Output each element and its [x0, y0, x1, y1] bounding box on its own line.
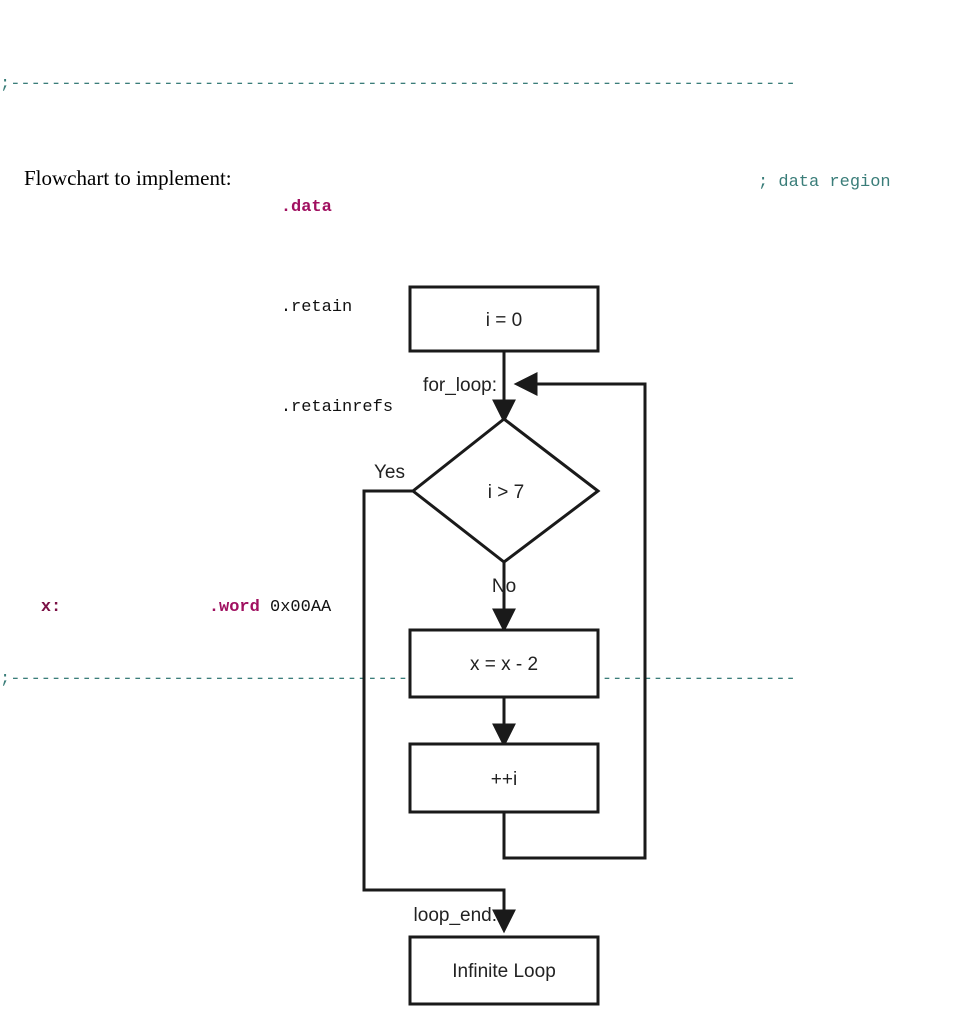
code-row-x-word: x: .word 0x00AA [0, 570, 977, 617]
code-directive-data: .data [280, 198, 332, 217]
edge-incr-to-cond-loopback [502, 372, 647, 860]
code-directive-word: .word [208, 598, 260, 617]
code-rule-top: ;---------------------------------------… [0, 75, 796, 94]
flow-branch-label-yes: Yes [374, 462, 405, 483]
flow-node-body: x = x - 2 [408, 628, 600, 699]
code-operand-hex: 0x00AA [270, 598, 332, 617]
flow-node-infinite-loop-label: Infinite Loop [452, 961, 556, 982]
flow-anchor-label-for-loop: for_loop: [423, 375, 497, 396]
code-comment-data-region: ; data region [758, 173, 891, 192]
flow-node-condition: i > 7 [410, 417, 601, 564]
flow-branch-label-no: No [492, 576, 516, 597]
code-row-retain: .retain [0, 270, 977, 317]
flow-node-body-label: x = x - 2 [470, 654, 538, 675]
flow-node-increment: ++i [408, 742, 600, 814]
page-title: Flowchart to implement: [24, 166, 232, 190]
flow-node-init: i = 0 [408, 285, 600, 353]
flow-node-condition-label: i > 7 [488, 482, 524, 503]
code-label-x: x: [40, 598, 62, 617]
flow-node-init-label: i = 0 [486, 310, 522, 331]
code-row-data: .data ; data region [0, 170, 977, 217]
code-row-retainrefs: .retainrefs [0, 370, 977, 417]
flow-node-infinite-loop: Infinite Loop [408, 935, 600, 1006]
flow-anchor-label-loop-end: loop_end: [414, 905, 497, 926]
edge-cond-yes-to-infinite [362, 489, 516, 934]
code-directive-retain: .retain [280, 298, 353, 317]
flowchart: i = 0 for_loop: i > 7 Yes No x = x - 2 +… [0, 255, 977, 1024]
code-directive-retainrefs: .retainrefs [280, 398, 394, 417]
flow-node-increment-label: ++i [491, 769, 517, 790]
